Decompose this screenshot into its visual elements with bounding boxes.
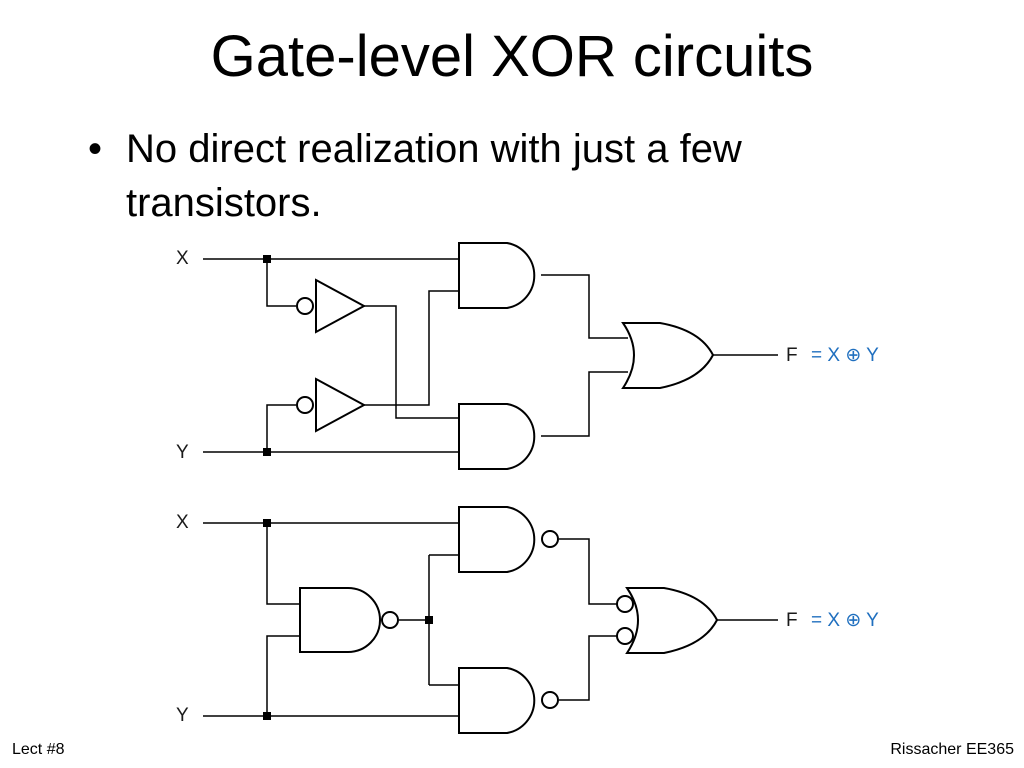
or-gate-inverted-inputs xyxy=(616,587,719,654)
inverter-gate xyxy=(296,377,367,433)
wire-ynot-to-and1 xyxy=(363,290,459,406)
wire-xnot-to-and2 xyxy=(363,305,459,419)
wire-x-to-nand xyxy=(266,523,300,605)
junction-dot xyxy=(425,616,433,624)
input-y-label: Y xyxy=(176,705,189,726)
wire-lower-to-or xyxy=(559,635,617,701)
junction-dot xyxy=(263,255,271,263)
bullet-text: No direct realization with just a few tr… xyxy=(126,127,742,225)
and-gate xyxy=(458,403,536,470)
output-f-label: F xyxy=(786,345,798,366)
wire-upper-to-or xyxy=(559,538,617,605)
footer-author-course: Rissacher EE365 xyxy=(890,741,1014,758)
xor-equation: = X ⊕ Y xyxy=(811,345,879,366)
input-x-label: X xyxy=(176,512,189,533)
nand-gate xyxy=(458,506,559,573)
xor-and-or-circuit: X Y F = X ⊕ Y xyxy=(176,242,879,470)
and-gate xyxy=(458,242,536,309)
input-x-label: X xyxy=(176,248,189,269)
footer-lecture-number: Lect #8 xyxy=(12,741,65,758)
inverter-gate xyxy=(296,278,367,334)
xor-nand-circuit: X Y xyxy=(176,506,879,734)
nand-gate xyxy=(458,667,559,734)
or-gate xyxy=(621,322,715,389)
junction-dot xyxy=(263,519,271,527)
wire-and1-to-or xyxy=(541,274,628,339)
input-y-label: Y xyxy=(176,442,189,463)
junction-dot xyxy=(263,712,271,720)
bullet-marker: • xyxy=(88,127,103,171)
nand-gate xyxy=(299,587,399,653)
wire-and2-to-or xyxy=(541,371,628,437)
wire-y-to-nand xyxy=(266,635,300,716)
xor-equation: = X ⊕ Y xyxy=(811,610,879,631)
wire-x-to-inverter xyxy=(266,259,296,307)
junction-dot xyxy=(263,448,271,456)
slide-title: Gate-level XOR circuits xyxy=(210,24,814,89)
output-f-label: F xyxy=(786,610,798,631)
wire-y-to-inverter xyxy=(266,404,296,452)
